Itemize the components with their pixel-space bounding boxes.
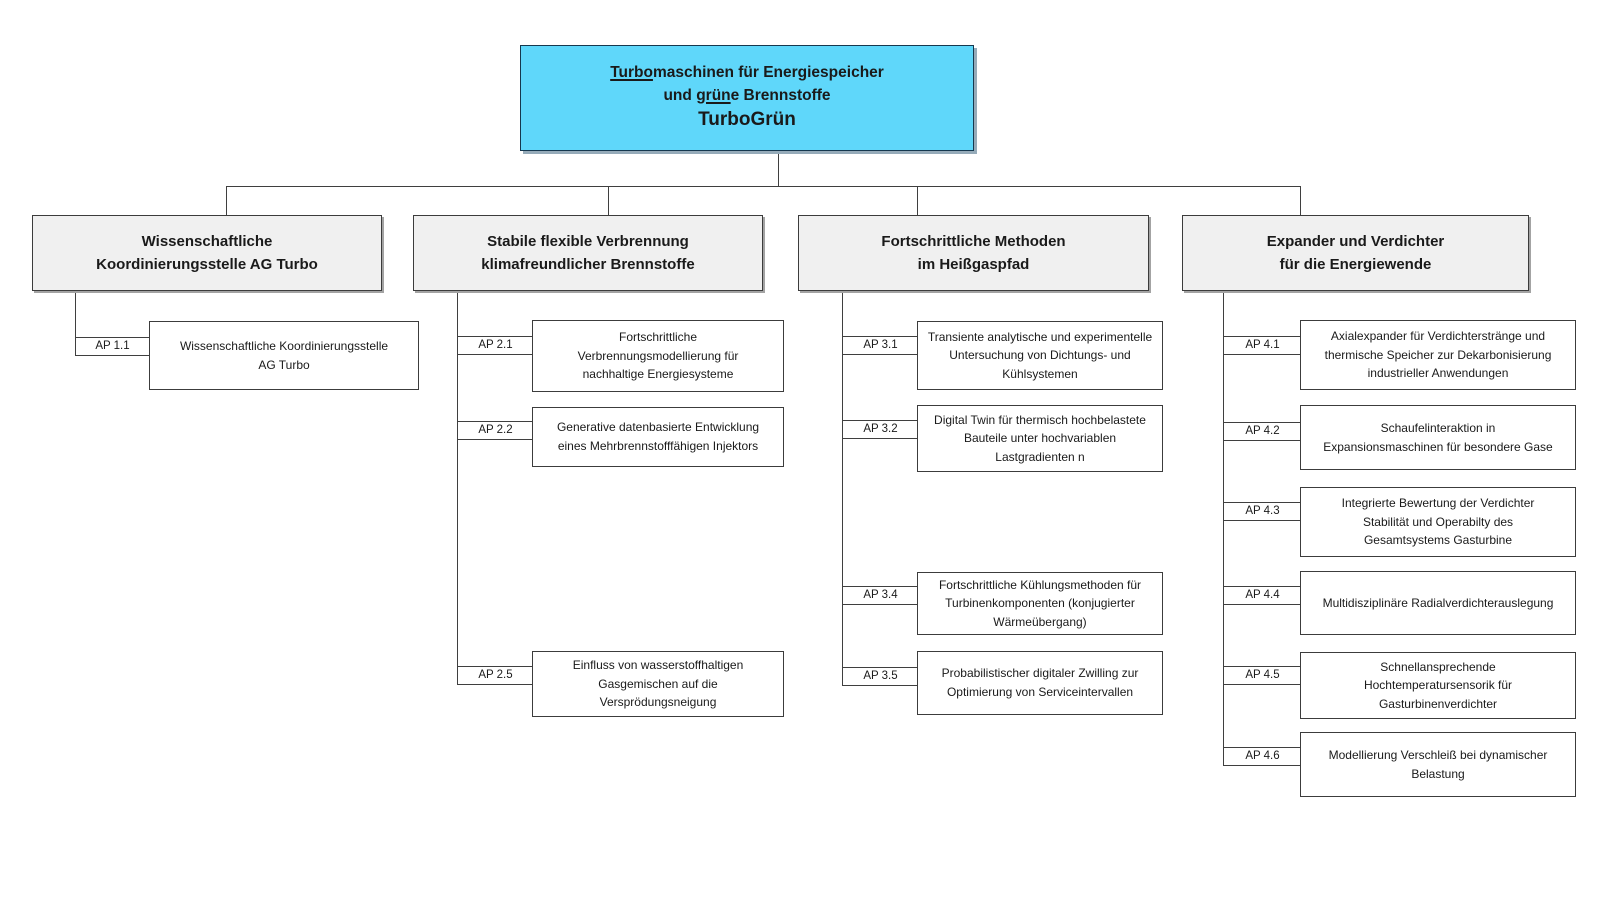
connector-trunk-branch-2 <box>457 289 458 683</box>
ap-3-5-code: AP 3.5 <box>842 667 919 686</box>
ap-4-5-task: Schnellansprechende Hochtemperatursensor… <box>1300 652 1576 719</box>
root-acronym: TurboGrün <box>698 109 796 131</box>
ap-3-1-code: AP 3.1 <box>842 336 919 355</box>
root-title-line2: und grüne Brennstoffe <box>663 85 830 107</box>
connector-root-stem <box>778 150 779 186</box>
branch-2-header: Stabile flexible Verbrennung klimafreund… <box>413 215 763 291</box>
branch-4-header: Expander und Verdichter für die Energiew… <box>1182 215 1529 291</box>
ap-2-5-code: AP 2.5 <box>457 666 534 685</box>
ap-3-5-task: Probabilistischer digitaler Zwilling zur… <box>917 651 1163 715</box>
ap-2-1-code: AP 2.1 <box>457 336 534 355</box>
ap-4-1-code: AP 4.1 <box>1223 336 1302 355</box>
root-title-line2-rest: e Brennstoffe <box>730 86 831 104</box>
connector-drop-branch-4 <box>1300 186 1301 215</box>
ap-3-4-code: AP 3.4 <box>842 586 919 605</box>
ap-2-2-code: AP 2.2 <box>457 421 534 440</box>
ap-4-2-task: Schaufelinteraktion in Expansionsmaschin… <box>1300 405 1576 470</box>
root-title-line1: Turbomaschinen für Energiespeicher <box>610 62 884 84</box>
ap-2-1-task: Fortschrittliche Verbrennungsmodellierun… <box>532 320 784 392</box>
ap-4-4-code: AP 4.4 <box>1223 586 1302 605</box>
connector-trunk-branch-3 <box>842 289 843 684</box>
connector-main-horizontal <box>226 186 1301 187</box>
connector-drop-branch-3 <box>917 186 918 215</box>
ap-4-3-task: Integrierte Bewertung der Verdichter Sta… <box>1300 487 1576 557</box>
ap-4-1-task: Axialexpander für Verdichterstränge und … <box>1300 320 1576 390</box>
ap-3-1-task: Transiente analytische und experimentell… <box>917 321 1163 390</box>
ap-4-5-code: AP 4.5 <box>1223 666 1302 685</box>
ap-4-4-task: Multidisziplinäre Radialverdichterausleg… <box>1300 571 1576 635</box>
connector-trunk-branch-1 <box>75 289 76 354</box>
connector-trunk-branch-4 <box>1223 289 1224 764</box>
root-title-line2-underlined: grün <box>696 86 731 104</box>
ap-4-2-code: AP 4.2 <box>1223 422 1302 441</box>
branch-3-header: Fortschrittliche Methoden im Heißgaspfad <box>798 215 1149 291</box>
ap-4-6-task: Modellierung Verschleiß bei dynamischer … <box>1300 732 1576 797</box>
ap-3-4-task: Fortschrittliche Kühlungsmethoden für Tu… <box>917 572 1163 635</box>
ap-4-6-code: AP 4.6 <box>1223 747 1302 766</box>
root-title-line2-pre: und <box>663 86 697 104</box>
branch-1-header: Wissenschaftliche Koordinierungsstelle A… <box>32 215 382 291</box>
ap-4-3-code: AP 4.3 <box>1223 502 1302 521</box>
ap-2-5-task: Einfluss von wasserstoffhaltigen Gasgemi… <box>532 651 784 717</box>
ap-1-1-task: Wissenschaftliche Koordinierungsstelle A… <box>149 321 419 390</box>
ap-2-2-task: Generative datenbasierte Entwicklung ein… <box>532 407 784 467</box>
ap-3-2-task: Digital Twin für thermisch hochbelastete… <box>917 405 1163 472</box>
connector-drop-branch-1 <box>226 186 227 215</box>
ap-1-1-code: AP 1.1 <box>75 337 150 356</box>
connector-drop-branch-2 <box>608 186 609 215</box>
root-title-line1-rest: maschinen für Energiespeicher <box>652 64 884 82</box>
root-node: Turbomaschinen für Energiespeicher und g… <box>520 45 974 151</box>
ap-3-2-code: AP 3.2 <box>842 420 919 439</box>
root-title-line1-underlined: Turbo <box>610 64 653 82</box>
